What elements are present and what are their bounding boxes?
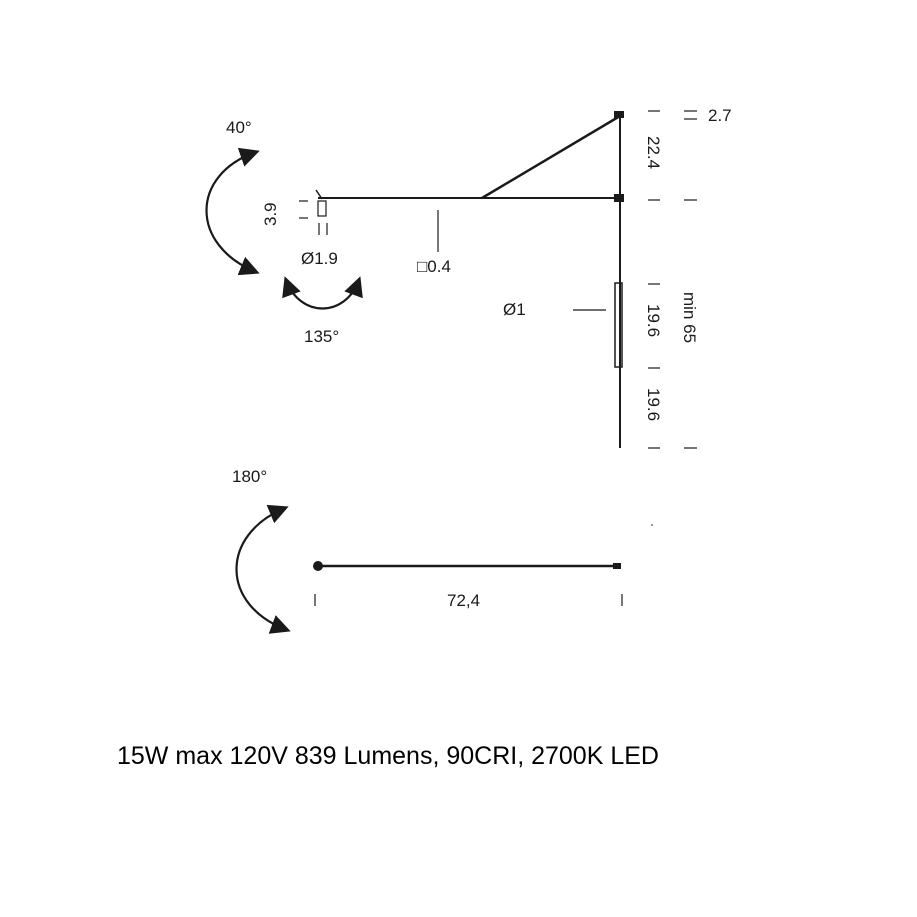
tilt-angle-label: 40° <box>226 118 252 137</box>
head-top-view <box>313 561 323 571</box>
arm-section-label: □0.4 <box>417 257 451 276</box>
top-joint <box>614 111 624 118</box>
rotation-angle-label: 180° <box>232 467 267 486</box>
min-height-label: min 65 <box>680 292 699 343</box>
pole-diameter-label: Ø1 <box>503 300 526 319</box>
head-diameter-label: Ø1.9 <box>301 249 338 268</box>
side-view <box>205 110 697 449</box>
top-offset-label: 2.7 <box>708 106 732 125</box>
lamp-tip <box>315 189 323 200</box>
rotation-arrow <box>235 504 291 634</box>
head-height-label: 3.9 <box>261 202 280 226</box>
swivel-arrow <box>282 276 363 310</box>
top-view <box>235 504 653 634</box>
tilt-arrow <box>205 147 260 276</box>
pole-sleeve <box>614 282 623 368</box>
mount-top-view <box>613 563 621 569</box>
spec-text: 15W max 120V 839 Lumens, 90CRI, 2700K LE… <box>117 742 659 770</box>
support-rod <box>481 114 621 200</box>
mid-segment-label: 19.6 <box>644 304 663 337</box>
arm-length-label: 72,4 <box>447 591 480 610</box>
lower-segment-label: 19.6 <box>644 388 663 421</box>
arm-joint <box>614 194 624 202</box>
lamp-head <box>317 200 327 217</box>
upper-segment-label: 22.4 <box>644 136 663 169</box>
swivel-angle-label: 135° <box>304 327 339 346</box>
stray-dot <box>651 524 653 526</box>
